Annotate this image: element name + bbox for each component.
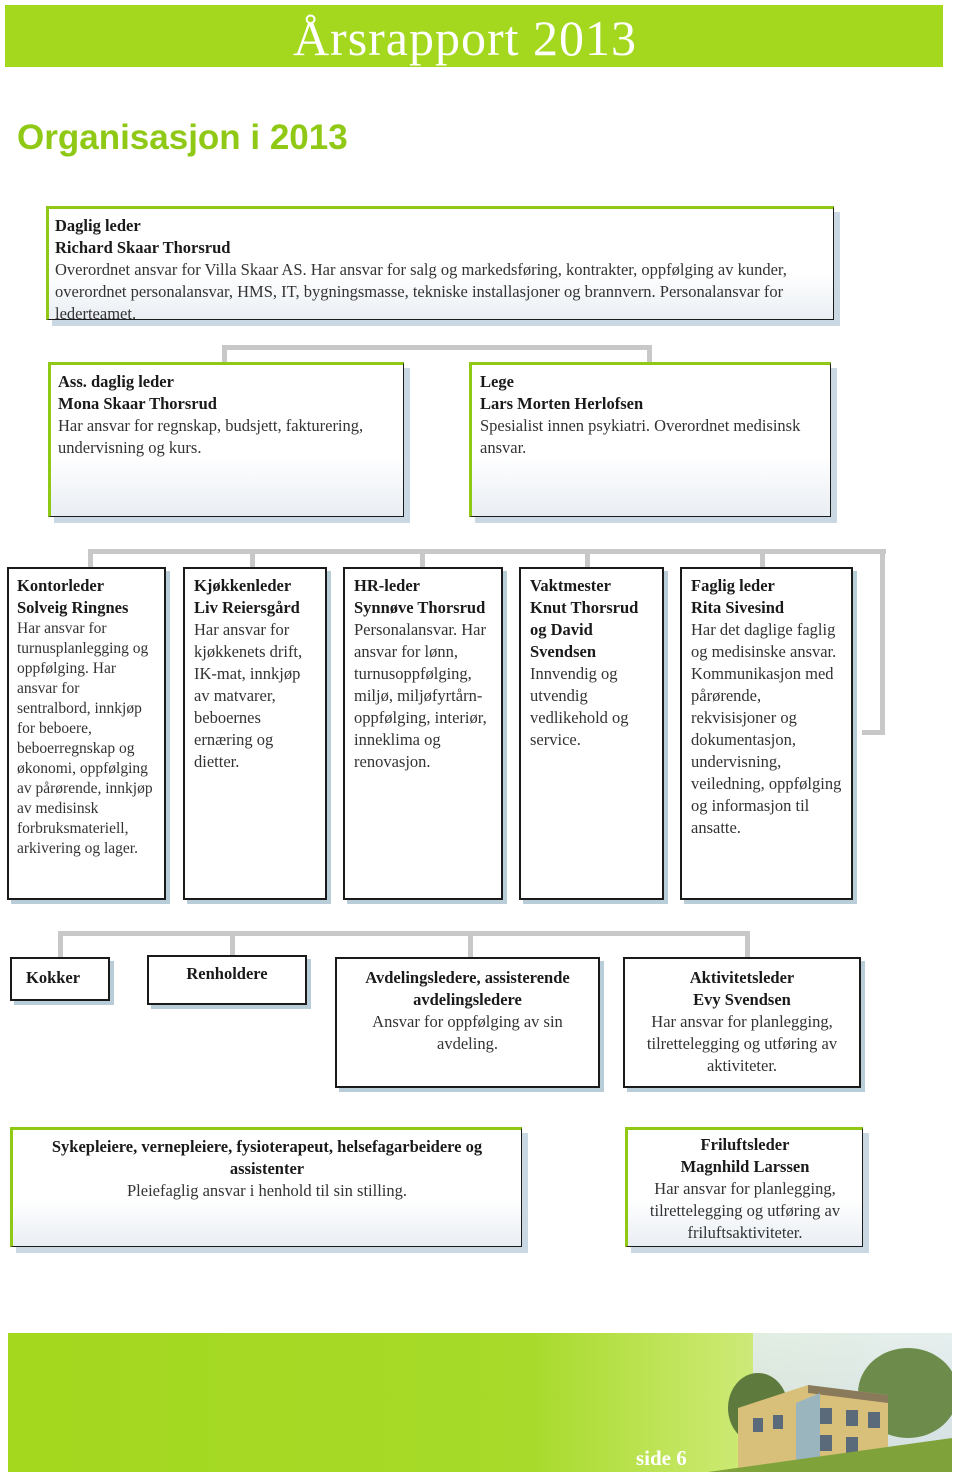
role-title: Ass. daglig leder [58,372,174,391]
role-title: Faglig leder [691,576,775,595]
description: Har ansvar for regnskap, budsjett, faktu… [58,416,364,457]
connector [468,931,473,957]
description: Har det daglige faglig og medisinske ans… [691,620,842,837]
connector [760,549,765,567]
person-name: Mona Skaar Thorsrud [58,394,217,413]
connector [862,730,885,735]
connector [880,549,885,735]
building-photo-art [8,1333,952,1472]
page-title: Organisasjon i 2013 [17,118,348,157]
person-name: Lars Morten Herlofsen [480,394,644,413]
avdelingsledere-box: Avdelingsledere, assisterende avdelingsl… [335,957,600,1088]
connector [250,549,255,567]
role-title: HR-leder [354,576,420,595]
role-title: Renholdere [186,964,268,983]
connector [420,549,425,567]
kontorleder-box: Kontorleder Solveig Ringnes Har ansvar f… [7,567,166,900]
daglig-leder-box: Daglig leder Richard Skaar Thorsrud Over… [46,206,834,323]
vaktmester-box: Vaktmester Knut Thorsrud og David Svends… [519,567,664,900]
connector [58,931,63,957]
description: Innvendig og utvendig vedlikehold og ser… [530,664,629,749]
description: Har ansvar for kjøkkenets drift, IK-mat,… [194,620,303,771]
connector [647,345,652,363]
role-title: Sykepleiere, vernepleiere, fysioterapeut… [51,1137,483,1178]
role-title: Kjøkkenleder [194,576,292,595]
renholdere-box: Renholdere [147,955,307,1005]
page-number: side 6 [636,1446,687,1470]
connector [230,931,235,955]
description: Har ansvar for turnusplanlegging og oppf… [17,620,153,857]
friluftsleder-box: Friluftsleder Magnhild Larssen Har ansva… [625,1127,863,1247]
building-photo [8,1333,952,1472]
role-title: Vaktmester [530,576,611,595]
role-title: Lege [480,372,514,391]
person-name: Magnhild Larssen [680,1157,810,1176]
faglig-leder-box: Faglig leder Rita Sivesind Har det dagli… [680,567,853,900]
role-title: Avdelingsledere, assisterende avdelingsl… [365,968,570,1009]
description: Personalansvar. Har ansvar for lønn, tur… [354,620,487,771]
description: Har ansvar for planlegging, tilrettelegg… [649,1179,841,1242]
aktivitetsleder-box: Aktivitetsleder Evy Svendsen Har ansvar … [623,957,861,1088]
connector [585,549,590,567]
person-name: Evy Svendsen [693,990,791,1009]
connector [88,549,93,567]
report-title: Årsrapport 2013 [292,10,638,66]
description: Har ansvar for planlegging, tilrettelegg… [646,1012,838,1075]
description: Overordnet ansvar for Villa Skaar AS. Ha… [55,260,787,323]
connector [58,931,750,936]
description: Ansvar for oppfølging av sin avdeling. [372,1012,563,1053]
role-title: Aktivitetsleder [689,968,795,987]
header-bar: Årsrapport 2013 [5,5,943,67]
connector [745,931,750,957]
person-name: Synnøve Thorsrud [354,598,486,617]
sykepleiere-box: Sykepleiere, vernepleiere, fysioterapeut… [10,1127,522,1247]
role-title: Friluftsleder [700,1135,790,1154]
person-name: Liv Reiersgård [194,598,300,617]
role-title: Kontorleder [17,576,105,595]
role-title: Daglig leder [55,216,141,235]
connector [222,345,227,363]
connector [88,549,886,554]
kjokkenleder-box: Kjøkkenleder Liv Reiersgård Har ansvar f… [183,567,327,900]
person-name: Solveig Ringnes [17,598,129,617]
hr-leder-box: HR-leder Synnøve Thorsrud Personalansvar… [343,567,503,900]
kokker-box: Kokker [10,957,110,1001]
role-title: Kokker [26,968,81,987]
ass-daglig-leder-box: Ass. daglig leder Mona Skaar Thorsrud Ha… [48,362,404,517]
person-name: Rita Sivesind [691,598,785,617]
connector [222,345,652,350]
lege-box: Lege Lars Morten Herlofsen Spesialist in… [469,362,831,517]
description: Pleiefaglig ansvar i henhold til sin sti… [126,1181,407,1200]
description: Spesialist innen psykiatri. Overordnet m… [480,416,801,457]
person-name: Knut Thorsrud og David Svendsen [530,598,639,661]
person-name: Richard Skaar Thorsrud [55,238,231,257]
